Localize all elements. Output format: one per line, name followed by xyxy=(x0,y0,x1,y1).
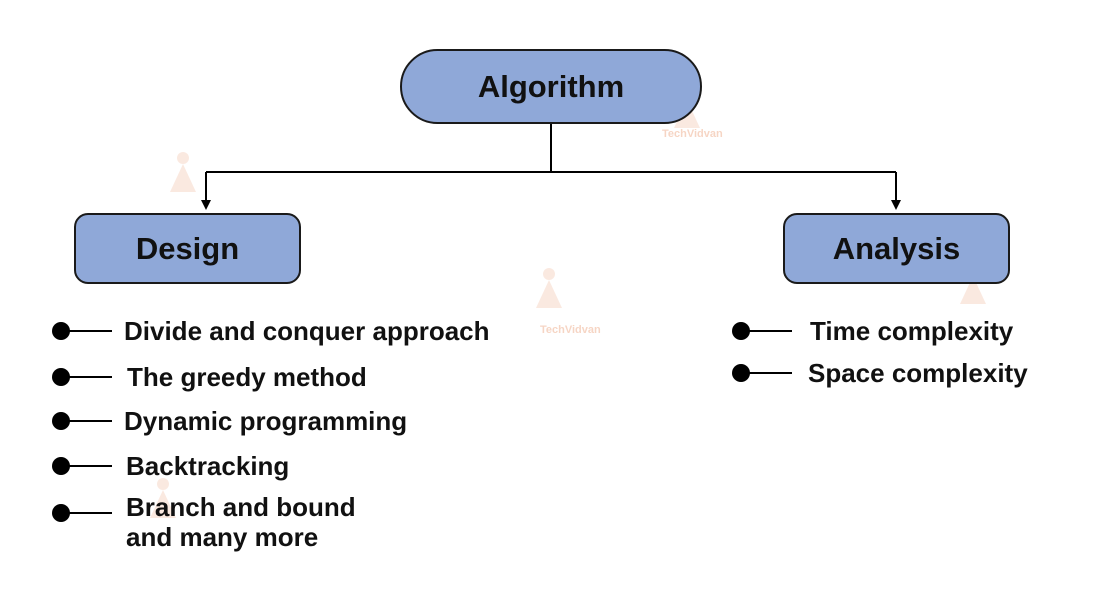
design-list-item: Branch and bound and many more xyxy=(52,492,356,552)
design-list-item-text: Branch and bound and many more xyxy=(126,492,356,552)
bullet-icon xyxy=(732,316,810,346)
bullet-icon xyxy=(52,406,124,436)
analysis-list-item-text: Time complexity xyxy=(810,316,1014,346)
design-list-item: Dynamic programming xyxy=(52,406,407,436)
branch-node-label: Analysis xyxy=(832,230,961,266)
analysis-list-item: Space complexity xyxy=(732,358,1028,388)
analysis-list-item-text: Space complexity xyxy=(808,358,1028,388)
analysis-list-item: Time complexity xyxy=(732,316,1013,346)
watermark-text: TechVidvan xyxy=(662,128,723,140)
bullet-icon xyxy=(52,362,124,392)
design-list-item-text: The greedy method xyxy=(127,362,367,392)
design-list-item-text: Backtracking xyxy=(126,451,290,481)
bullet-icon xyxy=(52,316,124,346)
design-list-item-text: Divide and conquer approach xyxy=(124,316,490,346)
branch-node-analysis: Analysis xyxy=(783,213,1010,284)
design-list-item-text: Dynamic programming xyxy=(124,406,408,436)
design-list-item: Divide and conquer approach xyxy=(52,316,490,346)
root-node-label: Algorithm xyxy=(477,68,625,104)
watermark-logo xyxy=(166,150,200,194)
bullet-icon xyxy=(732,358,808,388)
watermark-logo xyxy=(146,476,180,520)
design-list-item: Backtracking xyxy=(52,451,289,481)
branch-node-design: Design xyxy=(74,213,301,284)
watermark-logo xyxy=(532,266,566,310)
watermark-text: TechVidvan xyxy=(540,324,601,336)
design-list-item: The greedy method xyxy=(52,362,367,392)
bullet-icon xyxy=(52,498,124,528)
bullet-icon xyxy=(52,451,124,481)
root-node-algorithm: Algorithm xyxy=(400,49,702,124)
branch-node-label: Design xyxy=(135,230,240,266)
